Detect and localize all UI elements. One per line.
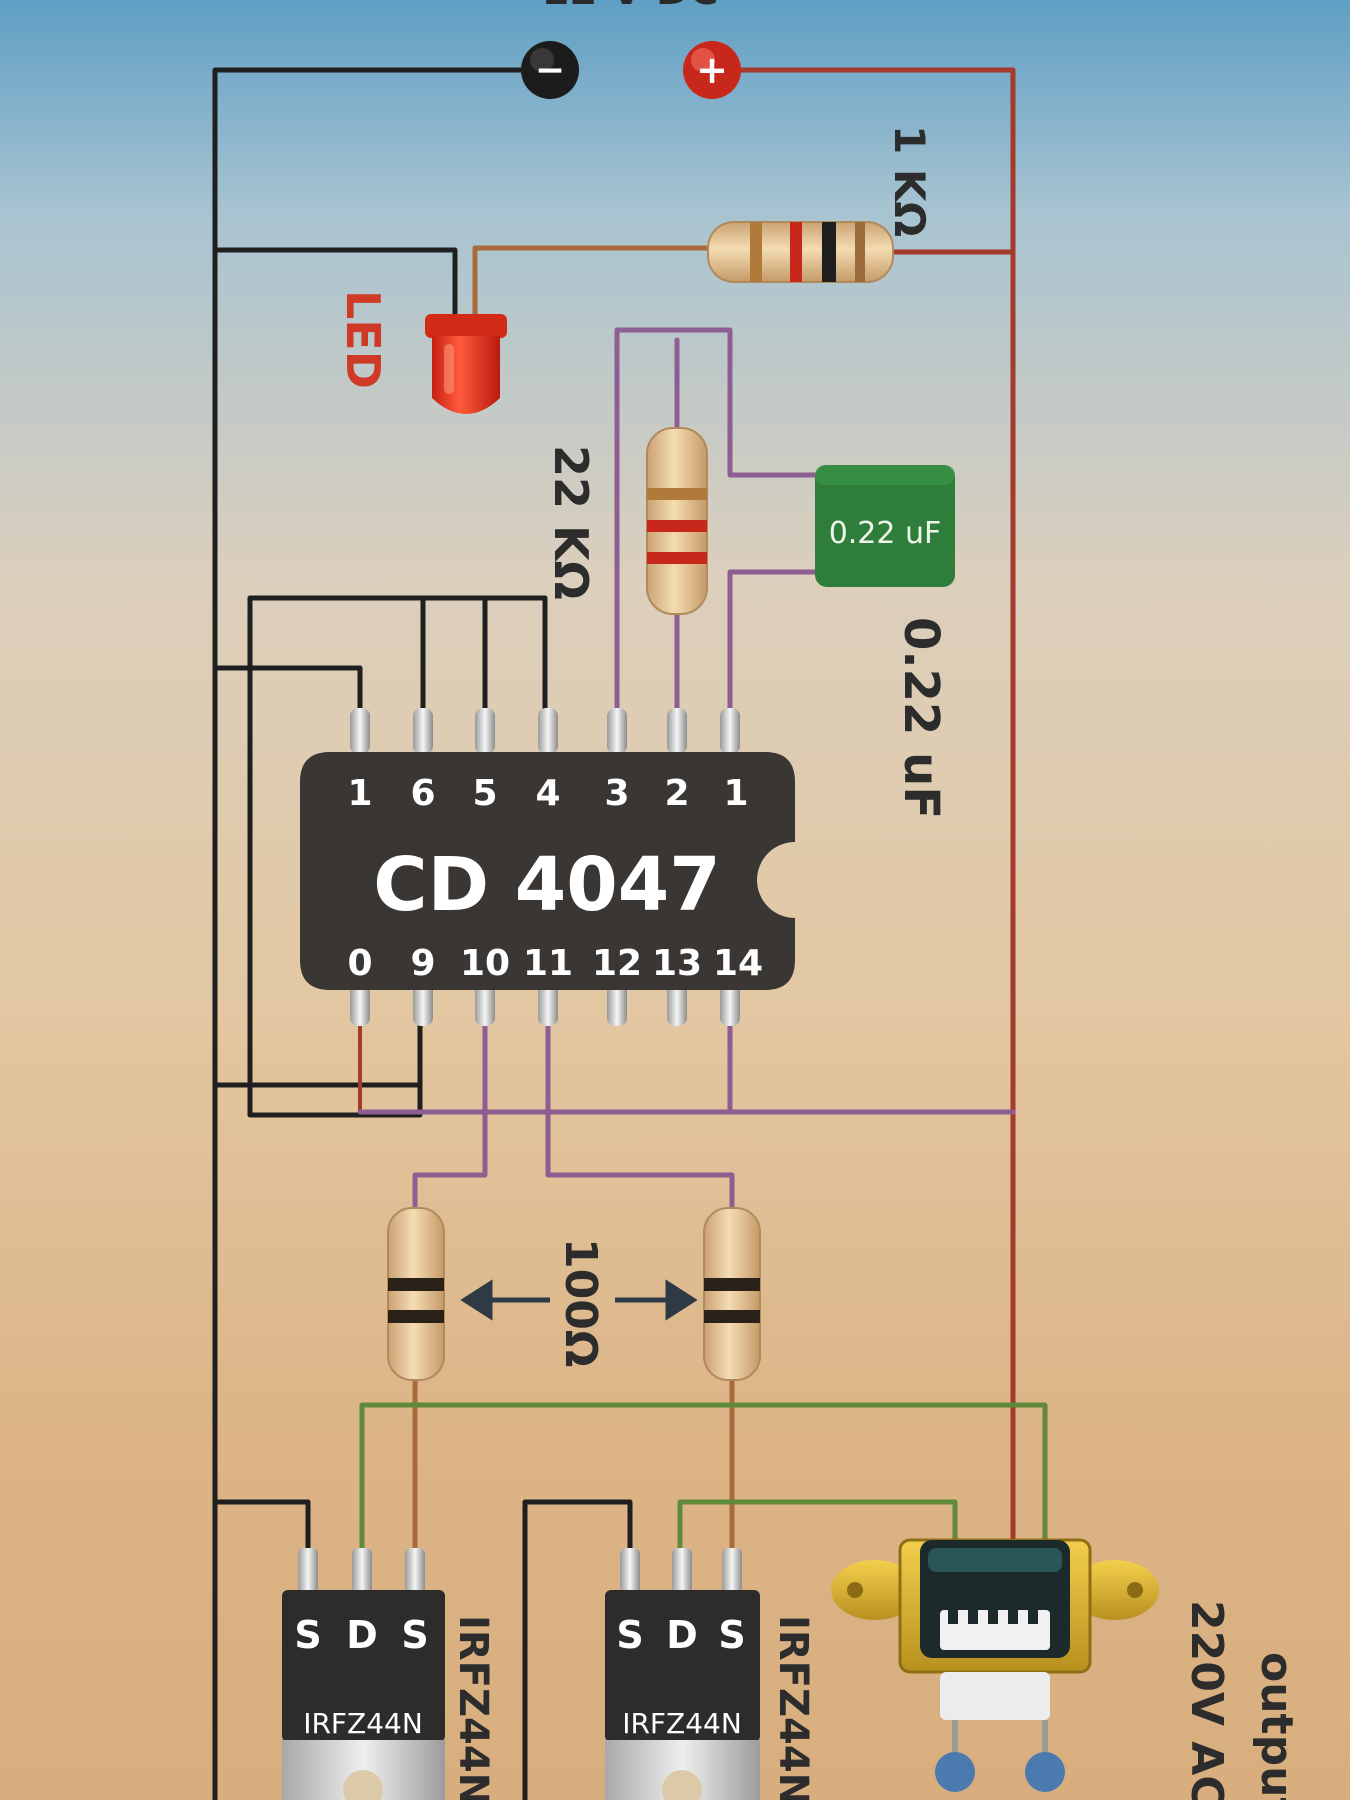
source-2-wire [522,1499,633,1800]
positive-wire [709,67,1016,1548]
resistor-22k[interactable] [646,427,708,615]
ic-pin-label: 4 [535,773,560,814]
transformer-winding-icon [948,1610,1038,1624]
ic-pin-label: 1 [723,773,748,814]
ground-wire [212,67,553,1800]
positive-terminal[interactable]: + [683,41,741,99]
wires [212,67,1048,1800]
ic-pin-label: 2 [664,773,689,814]
led[interactable] [425,314,507,414]
ic-pin-label: 13 [652,943,702,984]
ic-name: CD 4047 [373,842,720,928]
mosfet-2-side-label: IRFZ44N [770,1615,816,1800]
output-qbar-wire [545,999,735,1211]
ic-top-pin-labels: 1 6 5 4 3 2 1 [347,773,748,814]
ic-pin-label: 11 [523,943,573,984]
mosfet-pin-label: S [294,1613,321,1657]
led-ground-wire [212,247,458,321]
mosfet-pin-label: S [718,1613,745,1657]
ic-pin-label: 12 [592,943,642,984]
mosfet-part-label: IRFZ44N [622,1707,742,1740]
ic-pin-label: 6 [410,773,435,814]
double-arrow-icon [460,1279,698,1321]
mosfet-pin-label: D [666,1613,698,1657]
capacitor-side-label: 0.22 uF [893,617,949,819]
supply-title: 12 V DC [541,0,718,14]
negative-terminal[interactable]: − [521,41,579,99]
transformer[interactable] [831,1538,1159,1792]
gate-resistor-label: 100Ω [555,1238,606,1367]
ic-top-pins [350,708,740,754]
timing-wire-c [727,569,818,718]
pin-1-wire [212,665,423,1088]
mosfet-pin-label: S [616,1613,643,1657]
drain-2-wire [677,1499,958,1551]
resistor-1k[interactable] [707,221,894,283]
ic-body [300,752,795,990]
drain-1-wire [359,1402,1048,1551]
resistor-1k-label: 1 KΩ [885,125,934,237]
resistor-22k-label: 22 KΩ [544,445,598,600]
ic-pin-label: 14 [713,943,763,984]
mosfet-part-label: IRFZ44N [303,1707,423,1740]
mosfet-2[interactable]: S D S IRFZ44N [605,1548,760,1800]
power-supply: 12 V DC − + [521,0,741,99]
led-label: LED [336,290,390,389]
ic-bottom-pins [350,980,740,1026]
ic-bottom-pin-labels: 0 9 10 11 12 13 14 [347,943,763,984]
output-q-wire [412,999,488,1211]
minus-icon: − [535,50,565,91]
capacitor[interactable]: 0.22 uF [815,465,955,587]
ic-pin-label: 10 [460,943,510,984]
ic-pin-label: 3 [604,773,629,814]
output-voltage-label: 220V AC [1181,1600,1232,1800]
timing-wire-a [614,327,818,718]
mosfet-pin-label: D [346,1613,378,1657]
led-resistor-wire [472,245,711,321]
source-1-wire [212,1499,311,1551]
pin-6-5-4-wire [247,595,548,1118]
ic-cd4047[interactable]: 1 6 5 4 3 2 1 CD 4047 0 9 10 11 12 13 14 [300,708,795,1026]
gate-resistor-2[interactable] [703,1207,761,1381]
ic-pin-label: 9 [410,943,435,984]
ic-pin-label: 1 [347,773,372,814]
ic-pin-label: 0 [347,943,372,984]
ic-pin-label: 5 [472,773,497,814]
plus-icon: + [696,48,728,92]
mosfet-pin-label: S [401,1613,428,1657]
capacitor-body-label: 0.22 uF [829,516,942,551]
gate-resistor-1[interactable] [387,1207,445,1381]
mosfet-1-side-label: IRFZ44N [450,1615,496,1800]
output-label: output [1251,1652,1302,1800]
mosfet-1[interactable]: S D S IRFZ44N [282,1548,445,1800]
